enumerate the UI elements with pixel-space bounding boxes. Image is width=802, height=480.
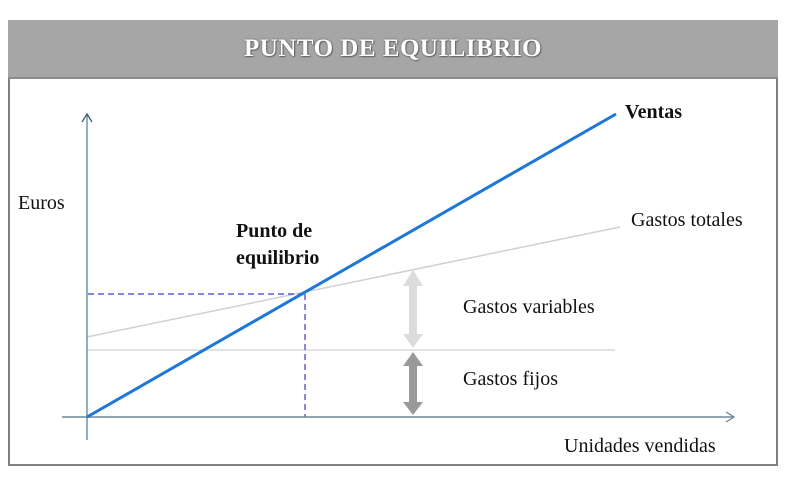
ventas-line xyxy=(86,112,617,419)
gastos-totales-line xyxy=(86,226,621,338)
punto-equilibrio-label-line2: equilibrio xyxy=(236,247,320,269)
x-axis-arrow-icon xyxy=(725,411,736,423)
punto-equilibrio-label-line1: Punto de xyxy=(236,220,313,242)
gastos-fijos-label: Gastos fijos xyxy=(463,368,558,390)
gastos-fijos-arrow-icon xyxy=(403,352,423,415)
gastos-variables-label: Gastos variables xyxy=(463,296,595,318)
y-axis-arrow-icon xyxy=(81,112,93,123)
gastos-variables-arrow-icon xyxy=(403,270,423,348)
gastos-totales-label: Gastos totales xyxy=(631,209,743,231)
y-axis-label: Euros xyxy=(18,192,65,214)
x-axis-label: Unidades vendidas xyxy=(564,435,716,457)
header-bar: PUNTO DE EQUILIBRIO xyxy=(8,20,778,79)
page-title: PUNTO DE EQUILIBRIO xyxy=(244,34,542,62)
ventas-label: Ventas xyxy=(625,101,683,123)
